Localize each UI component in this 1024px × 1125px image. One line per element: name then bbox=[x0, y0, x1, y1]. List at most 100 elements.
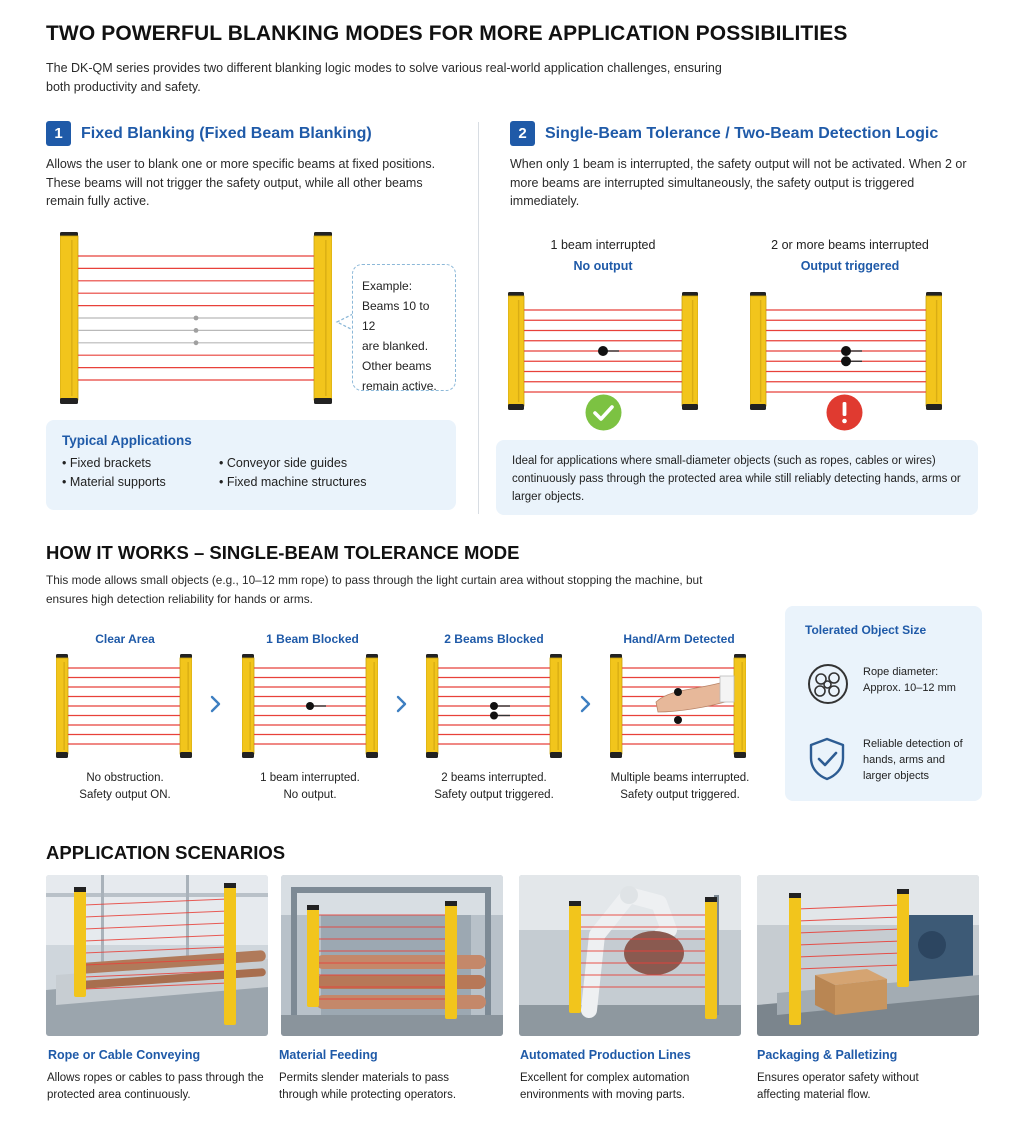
scenario-title-feeding: Material Feeding bbox=[279, 1048, 378, 1062]
scenario-photo-material-feeding bbox=[281, 875, 503, 1036]
tolerated-object-size-panel: Tolerated Object Size Rope diameter: App… bbox=[785, 606, 982, 801]
curtain-bar bbox=[56, 657, 69, 755]
rope-cross-section bbox=[490, 702, 498, 710]
curtain-bar-groove bbox=[759, 300, 762, 402]
blocked-beam-marker bbox=[674, 716, 682, 724]
step-one-beam-curtain bbox=[242, 654, 378, 758]
rope-diameter-text: Rope diameter: Approx. 10–12 mm bbox=[863, 666, 956, 694]
blanked-beam-marker bbox=[193, 340, 199, 346]
step-title-clear: Clear Area bbox=[95, 632, 155, 646]
curtain-bar-groove bbox=[63, 662, 65, 750]
curtain-bar bbox=[313, 235, 332, 401]
mode2-heading: 2 Single-Beam Tolerance / Two-Beam Detec… bbox=[510, 121, 938, 146]
step-title-two-beams: 2 Beams Blocked bbox=[444, 632, 544, 646]
sleeve-cuff bbox=[719, 675, 735, 703]
how-it-works-lead: This mode allows small objects (e.g., 10… bbox=[46, 573, 703, 606]
curtain-bar-groove bbox=[557, 662, 559, 750]
chevron-right-icon bbox=[580, 695, 591, 713]
curtain-end-cap bbox=[550, 752, 562, 758]
step-caption-two-beams: 2 beams interrupted. Safety output trigg… bbox=[434, 772, 554, 801]
curtain-bar bbox=[242, 657, 255, 755]
curtain-end-cap bbox=[610, 752, 622, 758]
curtain-end-cap bbox=[314, 398, 332, 404]
rope-cross-section bbox=[841, 346, 851, 356]
curtain-bar-groove bbox=[691, 300, 694, 402]
curtain-bar bbox=[549, 657, 562, 755]
curtain-bar bbox=[681, 295, 698, 407]
scenario-photo-automated-lines bbox=[519, 875, 741, 1036]
curtain-end-cap bbox=[366, 752, 378, 758]
step-clear-curtain bbox=[56, 654, 192, 758]
mode1-description: Allows the user to blank one or more spe… bbox=[46, 157, 436, 208]
curtain-bar-groove bbox=[935, 300, 938, 402]
scenario-title-automated: Automated Production Lines bbox=[520, 1048, 691, 1062]
curtain-end-cap bbox=[56, 752, 68, 758]
curtain-bar-groove bbox=[617, 662, 619, 750]
ideal-applications-note: Ideal for applications where small-diame… bbox=[496, 440, 978, 515]
typical-applications-title: Typical Applications bbox=[62, 433, 192, 448]
check-icon bbox=[585, 394, 622, 431]
case1-label: 1 beam interrupted bbox=[550, 238, 656, 252]
step-hand-curtain bbox=[610, 654, 746, 758]
app-item: Conveyor side guides bbox=[219, 456, 419, 470]
step-title-hand: Hand/Arm Detected bbox=[623, 632, 735, 646]
rope-cross-section bbox=[306, 702, 314, 710]
curtain-end-cap bbox=[60, 398, 78, 404]
step-caption-one-beam: 1 beam interrupted. No output. bbox=[260, 772, 360, 801]
scenario-desc-rope: Allows ropes or cables to pass through t… bbox=[47, 1072, 264, 1101]
step-caption-clear: No obstruction. Safety output ON. bbox=[79, 772, 171, 801]
curtain-end-cap bbox=[426, 752, 438, 758]
curtain-bar bbox=[179, 657, 192, 755]
reliable-detection-text: Reliable detection of hands, arms and la… bbox=[863, 738, 963, 782]
curtain-bar-groove bbox=[71, 240, 73, 396]
curtain-bar bbox=[508, 295, 525, 407]
page-lead: The DK-QM series provides two different … bbox=[46, 61, 722, 94]
curtain-bar-groove bbox=[187, 662, 189, 750]
step-two-beams-curtain bbox=[426, 654, 562, 758]
case2-result: Output triggered bbox=[800, 259, 900, 273]
rope-cross-section bbox=[490, 711, 498, 720]
app-item: Material supports bbox=[62, 475, 219, 489]
callout-tail bbox=[335, 313, 354, 331]
curtain-end-cap bbox=[926, 404, 942, 410]
curtain-end-cap bbox=[682, 404, 698, 410]
typical-applications-panel: Typical Applications Fixed brackets Conv… bbox=[46, 420, 456, 510]
scenario-desc-feeding: Permits slender materials to pass throug… bbox=[279, 1072, 457, 1101]
blanking-example-callout: Example: Beams 10 to 12 are blanked. Oth… bbox=[352, 264, 456, 393]
curtain-bar-groove bbox=[741, 662, 743, 750]
fixed-blanking-light-curtain bbox=[60, 232, 332, 404]
chevron-right-icon bbox=[396, 695, 407, 713]
blanked-beam-marker bbox=[193, 315, 199, 321]
scenario-photo-rope-conveying bbox=[46, 875, 268, 1036]
curtain-end-cap bbox=[734, 752, 746, 758]
mode2-title: Single-Beam Tolerance / Two-Beam Detecti… bbox=[545, 124, 939, 142]
mode2-number-badge: 2 bbox=[510, 121, 535, 146]
curtain-end-cap bbox=[750, 404, 766, 410]
curtain-bar bbox=[925, 295, 942, 407]
curtain-end-cap bbox=[508, 404, 524, 410]
case2-label: 2 or more beams interrupted bbox=[771, 238, 929, 252]
curtain-bar bbox=[60, 235, 79, 401]
curtain-bar-groove bbox=[433, 662, 435, 750]
curtain-bar-groove bbox=[373, 662, 375, 750]
rope-conveying-illustration bbox=[46, 875, 268, 1036]
how-it-works-title: HOW IT WORKS – SINGLE-BEAM TOLERANCE MOD… bbox=[46, 542, 520, 563]
step-title-one-beam: 1 Beam Blocked bbox=[266, 632, 359, 646]
mode1-title: Fixed Blanking (Fixed Beam Blanking) bbox=[81, 124, 372, 142]
blanked-beam-marker bbox=[193, 328, 199, 333]
scenario-desc-automated: Excellent for complex automation environ… bbox=[520, 1072, 690, 1101]
packaging-illustration bbox=[757, 875, 979, 1036]
curtain-bar bbox=[610, 657, 623, 755]
blocked-beam-marker bbox=[674, 688, 682, 696]
scenario-photo-packaging bbox=[757, 875, 979, 1036]
rope-cross-section bbox=[598, 346, 608, 356]
mode1-heading: 1 Fixed Blanking (Fixed Beam Blanking) bbox=[46, 121, 372, 146]
automated-lines-illustration bbox=[519, 875, 741, 1036]
curtain-bar bbox=[426, 657, 439, 755]
scenario-title-packaging: Packaging & Palletizing bbox=[757, 1048, 898, 1062]
app-item: Fixed brackets bbox=[62, 456, 219, 470]
scenario-desc-packaging: Ensures operator safety without affectin… bbox=[757, 1072, 919, 1101]
case1-result: No output bbox=[573, 259, 633, 273]
scenarios-title: APPLICATION SCENARIOS bbox=[46, 842, 286, 863]
curtain-bar bbox=[365, 657, 378, 755]
